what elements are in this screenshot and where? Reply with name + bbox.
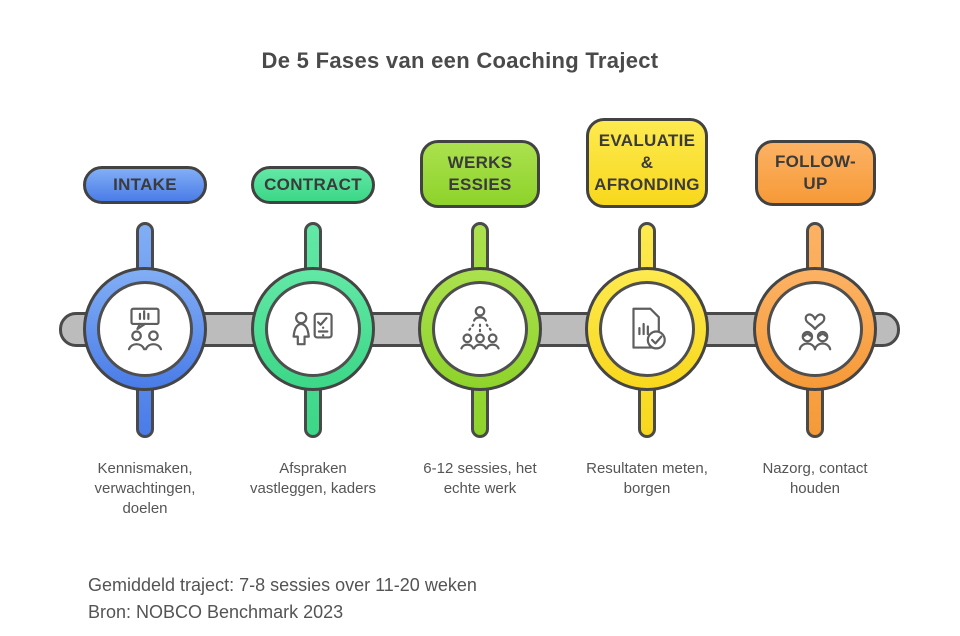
phase-circle-followup bbox=[753, 267, 877, 391]
group-training-icon bbox=[453, 302, 507, 356]
phase-circle-werksessies bbox=[418, 267, 542, 391]
phase-circle-evaluatie bbox=[585, 267, 709, 391]
phase-badge-werksessies: WERKS ESSIES bbox=[420, 140, 540, 208]
phase-description: Kennismaken, verwachtingen, doelen bbox=[94, 460, 196, 517]
phase-badge-contract: CONTRACT bbox=[251, 166, 375, 204]
phase-badge-label: INTAKE bbox=[113, 174, 177, 194]
phase-description: Nazorg, contact houden bbox=[762, 460, 868, 497]
phase-badge-label: FOLLOW- UP bbox=[774, 151, 857, 193]
phase-circle-intake bbox=[83, 267, 207, 391]
conversation-people-icon bbox=[118, 302, 172, 356]
phase-badge-evaluatie: EVALUATIE & AFRONDING bbox=[586, 118, 708, 208]
phase-badge-followup: FOLLOW- UP bbox=[755, 140, 876, 206]
phase-description: Afspraken vastleggen, kaders bbox=[250, 460, 376, 497]
footer-average-trajectory: Gemiddeld traject: 7-8 sessies over 11-2… bbox=[88, 575, 477, 595]
phase-badge-label: CONTRACT bbox=[264, 174, 362, 194]
people-heart-icon bbox=[788, 302, 842, 356]
page-title: De 5 Fases van een Coaching Traject bbox=[261, 48, 659, 73]
phase-description: 6-12 sessies, het echte werk bbox=[423, 460, 537, 497]
phase-circle-contract bbox=[251, 267, 375, 391]
person-checklist-icon bbox=[286, 302, 340, 356]
report-check-icon bbox=[620, 302, 674, 356]
phase-badge-label: WERKS ESSIES bbox=[447, 152, 513, 194]
phase-badge-label: EVALUATIE & AFRONDING bbox=[594, 130, 700, 195]
footer-source: Bron: NOBCO Benchmark 2023 bbox=[88, 602, 344, 622]
phase-badge-intake: INTAKE bbox=[83, 166, 207, 204]
phase-description: Resultaten meten, borgen bbox=[586, 460, 708, 497]
